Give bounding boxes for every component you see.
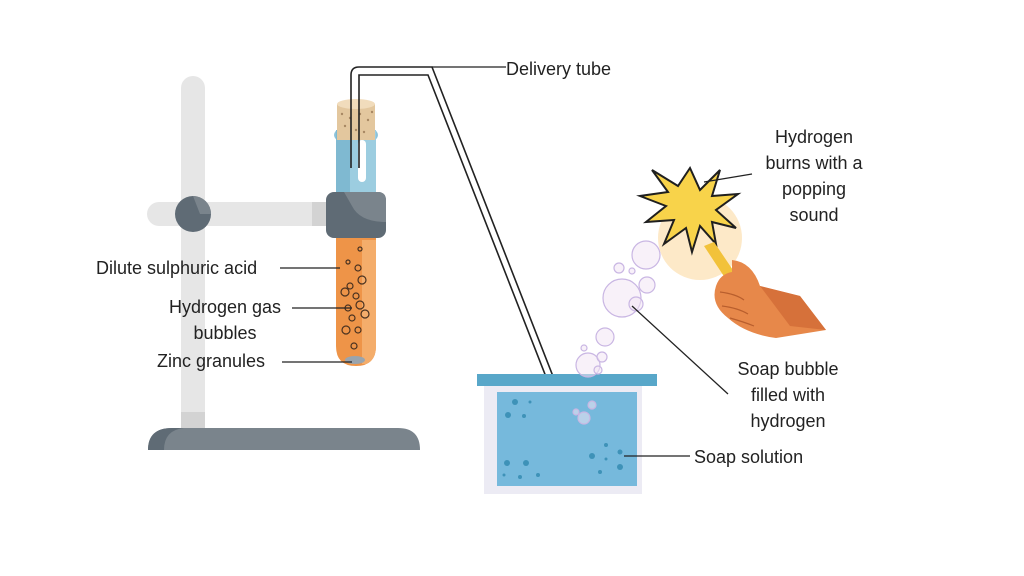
label-line: sound — [789, 205, 839, 225]
test-tube — [326, 99, 386, 366]
label-line: bubbles — [193, 323, 257, 343]
label-popping-sound: Hydrogen burns with a popping sound — [752, 124, 876, 228]
label-line: Hydrogen gas — [168, 297, 282, 317]
label-hydrogen-gas-bubbles: Hydrogen gas bubbles — [160, 294, 290, 346]
zinc-granules — [345, 356, 365, 364]
label-line: Soap bubble — [737, 359, 839, 379]
label-line: popping — [781, 179, 847, 199]
hand-holding-splint — [704, 242, 826, 338]
trough — [477, 374, 657, 494]
label-soap-solution: Soap solution — [694, 447, 804, 467]
label-line: Hydrogen — [774, 127, 854, 147]
label-delivery-tube: Delivery tube — [506, 59, 612, 79]
label-line: burns with a — [765, 153, 863, 173]
label-line: hydrogen — [750, 411, 826, 431]
soap-solution — [497, 392, 637, 486]
leader-lines — [280, 66, 753, 457]
label-line: filled with — [750, 385, 826, 405]
spark-icon — [636, 165, 742, 256]
label-zinc-granules: Zinc granules — [157, 351, 266, 371]
gas-bubbles — [340, 246, 370, 350]
label-soap-bubble: Soap bubble filled with hydrogen — [728, 356, 848, 434]
label-dilute-acid: Dilute sulphuric acid — [96, 258, 258, 278]
retort-stand — [147, 76, 420, 450]
cork — [337, 104, 375, 140]
soap-bubbles — [572, 240, 661, 425]
